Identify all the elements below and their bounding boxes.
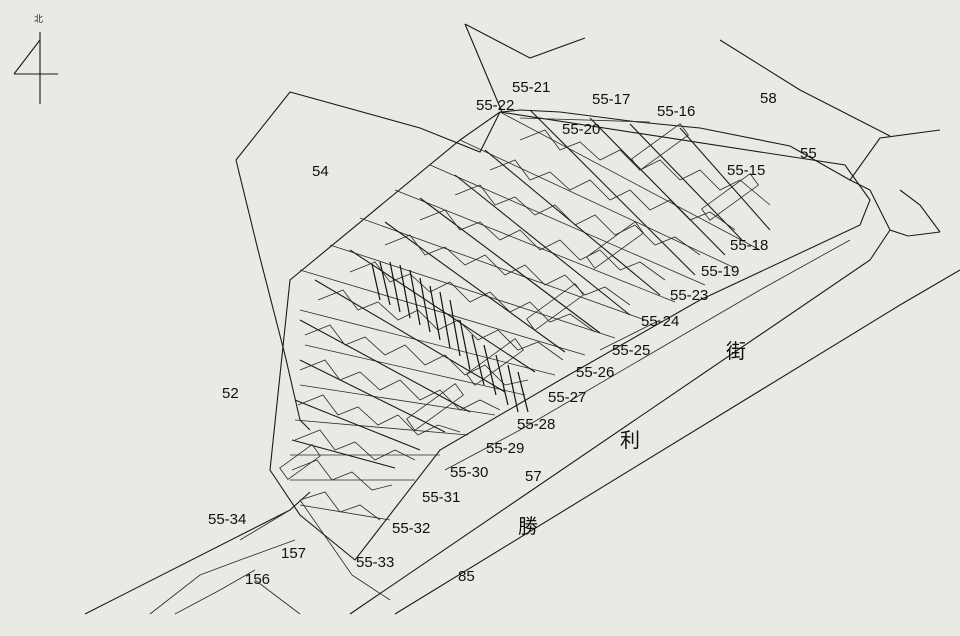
north-arrow-icon: 北 <box>13 14 58 104</box>
parcel-label: 55-31 <box>422 489 460 506</box>
parcel-label: 55-21 <box>512 79 550 96</box>
parcel-label: 55-23 <box>670 287 708 304</box>
parcel-label: 55-27 <box>548 389 586 406</box>
lot-strip <box>269 111 871 561</box>
parcel-label: 55-16 <box>657 103 695 120</box>
parcel-label: 52 <box>222 385 239 402</box>
parcel-label: 55-19 <box>701 263 739 280</box>
parcel-label: 156 <box>245 571 270 588</box>
parcel-label: 55-33 <box>356 554 394 571</box>
road-char: 利 <box>620 428 640 452</box>
road-char: 勝 <box>518 514 538 538</box>
parcel-label: 54 <box>312 163 329 180</box>
parcel-label: 55-24 <box>641 313 679 330</box>
parcel-label: 55-17 <box>592 91 630 108</box>
parcel-label: 55-32 <box>392 520 430 537</box>
hatched-area <box>371 261 529 413</box>
parcel-label: 55-26 <box>576 364 614 381</box>
parcel-label: 55-30 <box>450 464 488 481</box>
road-name: 街 利 勝 <box>518 339 746 538</box>
boundary-lines <box>84 23 960 615</box>
parcel-label: 55-15 <box>727 162 765 179</box>
parcel-label: 55-25 <box>612 342 650 359</box>
lot-divisions <box>290 109 771 521</box>
parcel-label: 55-34 <box>208 511 246 528</box>
parcel-label: 85 <box>458 568 475 585</box>
parcel-label: 55-29 <box>486 440 524 457</box>
parcel-label: 55-18 <box>730 237 768 254</box>
parcel-label: 55-28 <box>517 416 555 433</box>
building-footprints <box>279 123 771 521</box>
parcel-label: 157 <box>281 545 306 562</box>
parcel-label: 55-20 <box>562 121 600 138</box>
road-char: 街 <box>726 339 746 363</box>
parcel-label: 55 <box>800 145 817 162</box>
parcel-label: 55-22 <box>476 97 514 114</box>
parcel-labels: 55-21 55-22 55-17 55-16 58 55-20 55 54 5… <box>208 79 817 588</box>
parcel-label: 58 <box>760 90 777 107</box>
north-label: 北 <box>34 14 43 25</box>
parcel-label: 57 <box>525 468 542 485</box>
